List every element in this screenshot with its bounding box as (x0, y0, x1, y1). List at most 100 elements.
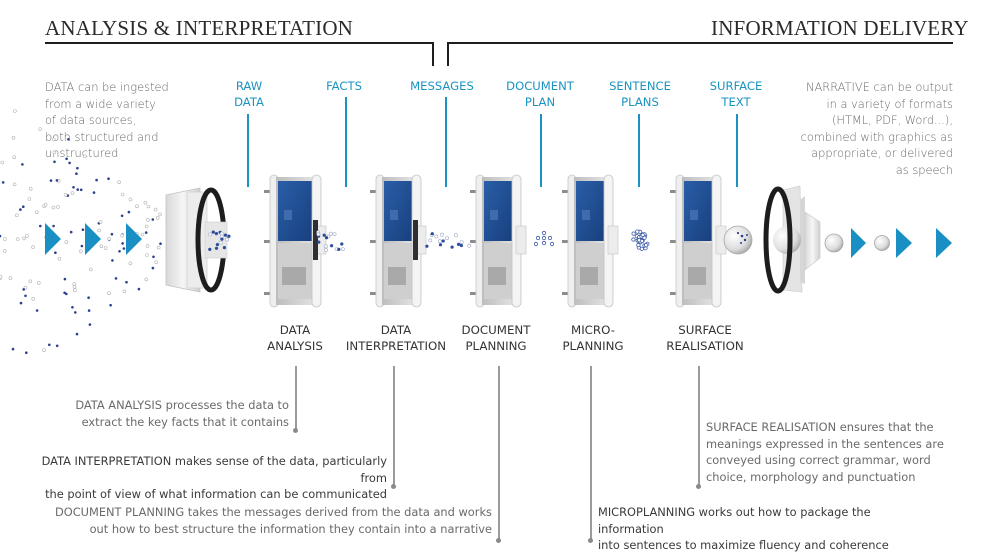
data-particle (440, 232, 444, 237)
data-particle (67, 138, 70, 141)
output-flow (824, 228, 952, 258)
data-particle (639, 246, 645, 251)
data-particle (110, 232, 114, 236)
input-arrows (45, 223, 142, 255)
data-particle (73, 288, 77, 293)
data-particle (53, 160, 56, 164)
data-particle (541, 230, 547, 236)
data-particle (12, 155, 16, 159)
data-particle (144, 224, 149, 229)
data-particle (642, 235, 647, 240)
data-particle (328, 231, 333, 236)
data-particle (38, 127, 43, 131)
data-particle (636, 242, 641, 248)
data-particle (430, 232, 434, 236)
note-data-interpretation: DATA INTERPRETATION makes sense of the d… (41, 454, 387, 501)
divider-analysis (45, 42, 434, 44)
data-particle (3, 249, 7, 253)
data-particle (154, 260, 158, 265)
data-particle (34, 210, 39, 215)
artifact-pointer-facts (345, 97, 347, 187)
data-particle (52, 150, 57, 155)
data-particle (324, 236, 329, 240)
data-particle (220, 237, 224, 241)
data-particle (324, 248, 328, 252)
data-particle (107, 291, 111, 296)
data-particle (120, 192, 125, 197)
data-particle (48, 343, 51, 347)
data-particle (19, 208, 22, 211)
data-particle (547, 235, 553, 241)
data-particle (459, 243, 463, 248)
data-particle (75, 332, 79, 336)
stage-machine-icon-document-planning (470, 174, 527, 308)
data-particle (65, 157, 68, 161)
section-title-delivery: INFORMATION DELIVERY (711, 16, 969, 40)
data-particle (80, 244, 84, 248)
data-particle (227, 234, 231, 238)
data-particle (158, 212, 162, 217)
data-particle (145, 253, 149, 257)
data-particle (63, 277, 67, 281)
artifact-pointer-raw-data (247, 114, 249, 187)
data-particle (98, 220, 103, 224)
data-particle (340, 242, 344, 246)
data-particle (122, 289, 127, 294)
data-particle (76, 188, 79, 191)
data-particle (211, 230, 215, 234)
data-particle (25, 351, 28, 355)
data-particle (453, 233, 458, 238)
data-particle (68, 161, 71, 165)
data-particle (467, 243, 472, 248)
data-particle (445, 236, 449, 241)
data-particle (79, 188, 83, 192)
data-particle (95, 178, 98, 182)
data-particle (64, 240, 69, 244)
data-particle (214, 246, 219, 250)
data-particle (63, 291, 66, 295)
data-particle (12, 182, 17, 187)
data-particle (159, 242, 162, 245)
data-particle (88, 323, 92, 326)
data-particle (225, 237, 230, 242)
data-particle (72, 282, 77, 286)
flow-arrow-icon (85, 223, 101, 255)
data-particle (111, 259, 114, 262)
data-particle (215, 243, 219, 247)
stage-machine-icon-data-interpretation (370, 174, 427, 308)
data-particle (151, 266, 155, 270)
output-sphere-icon (824, 233, 844, 253)
data-particle (27, 197, 32, 201)
data-particle (457, 242, 461, 246)
stage-machine-icon-data-analysis (264, 174, 327, 308)
data-particle (117, 180, 121, 184)
data-particle (631, 237, 636, 242)
data-particle (533, 241, 539, 247)
artifact-label-raw-data: RAW DATA (234, 79, 264, 109)
data-particle (109, 303, 112, 307)
data-particle (81, 228, 85, 231)
divider-delivery (447, 42, 953, 44)
stage-label-data-interpretation: DATA INTERPRETATION (345, 323, 447, 353)
data-particle (125, 280, 128, 284)
data-particle (541, 235, 547, 241)
data-particle (214, 232, 218, 236)
data-particle (89, 267, 93, 272)
data-particle (72, 186, 75, 189)
data-particle (8, 276, 13, 280)
data-particle (127, 210, 131, 214)
data-particle (137, 287, 141, 291)
data-particle (208, 247, 212, 251)
data-particle (151, 218, 155, 221)
note-data-analysis: DATA ANALYSIS processes the data to extr… (75, 398, 289, 429)
divider-delivery-drop (447, 42, 449, 66)
data-particle (87, 309, 91, 312)
data-particle (428, 238, 433, 243)
data-particle (120, 214, 124, 218)
data-particle (155, 216, 160, 220)
flow-arrow-icon (896, 228, 912, 258)
data-particle (317, 240, 321, 244)
data-particle (75, 172, 78, 175)
data-particle (55, 344, 59, 348)
